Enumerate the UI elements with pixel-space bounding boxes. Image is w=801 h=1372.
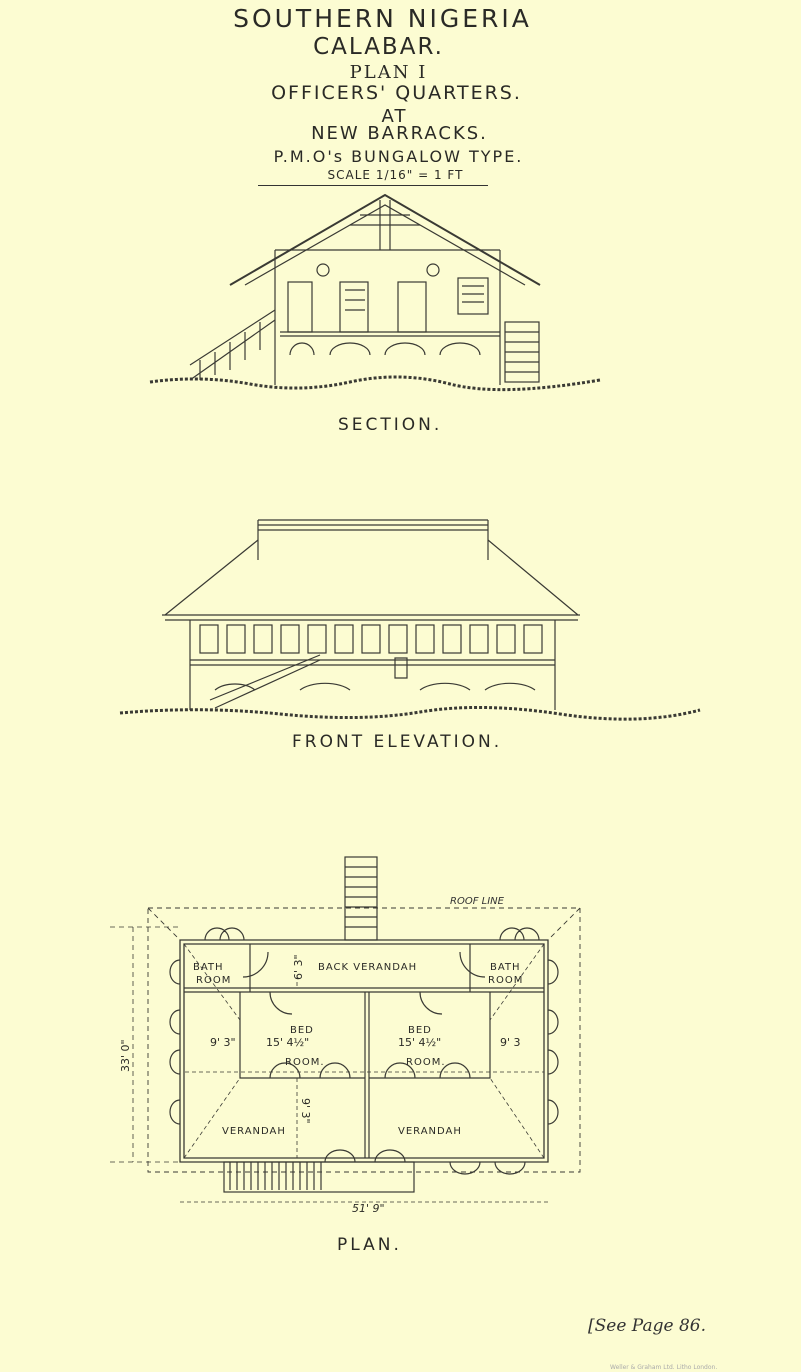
title-country: SOUTHERN NIGERIA <box>233 4 532 33</box>
dim-front-verandah: 9' 3" <box>299 1098 312 1124</box>
see-page-reference: [See Page 86. <box>588 1316 706 1336</box>
plan-drawing: ROOF LINE BATH ROOM BATH ROOM BACK VERAN… <box>110 856 581 1215</box>
elevation-window <box>253 624 273 654</box>
front-steps <box>223 1161 415 1193</box>
elevation-window <box>523 624 543 654</box>
title-building: OFFICERS' QUARTERS. <box>271 82 522 104</box>
bed-right-label-2: ROOM. <box>406 1057 446 1068</box>
elevation-window <box>226 624 246 654</box>
dim-bed-left: 15' 4½" <box>266 1036 309 1049</box>
bath-right-label-2: ROOM <box>488 975 523 986</box>
elevation-window <box>334 624 354 654</box>
bath-right-label: BATH <box>490 962 521 973</box>
elevation-window <box>469 624 489 654</box>
roof-line <box>147 907 581 1173</box>
title-location: NEW BARRACKS. <box>311 123 488 144</box>
dim-left-bay: 9' 3" <box>210 1036 236 1049</box>
elevation-window <box>442 624 462 654</box>
title-at: AT <box>381 106 408 127</box>
elevation-window <box>415 624 435 654</box>
printer-credit: Weller & Graham Ltd. Litho London. <box>610 1364 718 1371</box>
title-plan-number: PLAN I <box>349 62 428 83</box>
dim-bed-right: 15' 4½" <box>398 1036 441 1049</box>
back-verandah-label: BACK VERANDAH <box>318 962 417 973</box>
bed-right-label: BED <box>408 1025 432 1036</box>
title-city: CALABAR. <box>313 34 444 60</box>
bed-left-label-2: ROOM. <box>285 1057 325 1068</box>
title-scale: SCALE 1/16" = 1 FT <box>327 168 464 182</box>
title-type: P.M.O's BUNGALOW TYPE. <box>273 147 524 166</box>
dim-back-verandah: 6' 3" <box>292 954 305 980</box>
title-rule <box>258 185 488 186</box>
verandah-left-label: VERANDAH <box>222 1126 286 1137</box>
plan-label: PLAN. <box>337 1235 402 1255</box>
elevation-window <box>280 624 300 654</box>
roof-line-label: ROOF LINE <box>450 896 505 907</box>
bath-left-label: BATH <box>193 962 224 973</box>
elevation-window <box>496 624 516 654</box>
elevation-window <box>199 624 219 654</box>
section-drawing <box>149 193 601 392</box>
elevation-window <box>307 624 327 654</box>
elevation-window <box>388 624 408 654</box>
section-label: SECTION. <box>338 415 443 435</box>
dim-overall-width: 51' 9" <box>352 1202 385 1215</box>
dim-overall-depth: 33' 0" <box>119 1039 132 1072</box>
elevation-window <box>361 624 381 654</box>
verandah-right-label: VERANDAH <box>398 1126 462 1137</box>
dim-right-bay: 9' 3 <box>500 1036 521 1049</box>
bed-left-label: BED <box>290 1025 314 1036</box>
front-elevation-drawing <box>119 519 701 721</box>
front-elevation-label: FRONT ELEVATION. <box>292 732 503 752</box>
bath-left-label-2: ROOM <box>196 975 231 986</box>
